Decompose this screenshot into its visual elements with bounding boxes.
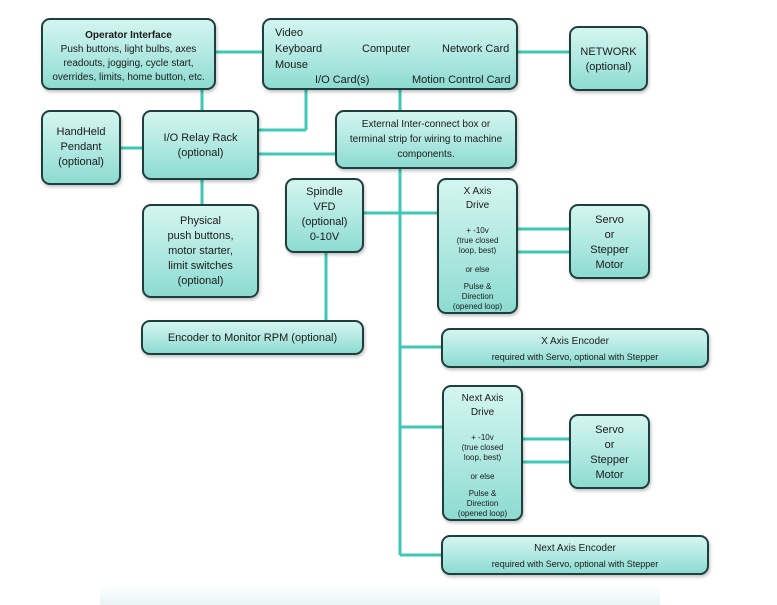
next-motor-line-2: or bbox=[604, 439, 615, 451]
computer-network-card: Network Card bbox=[442, 43, 510, 55]
pendant-line-1: HandHeld bbox=[56, 126, 106, 138]
x-drive-pulse-3: (opened loop) bbox=[452, 302, 503, 311]
x-drive-title-1: X Axis bbox=[463, 186, 492, 197]
x-drive-pulse-1: Pulse & bbox=[463, 282, 492, 291]
next-encoder-subtitle: required with Servo, optional with Stepp… bbox=[491, 559, 659, 569]
spindle-line-1: Spindle bbox=[306, 186, 343, 198]
physical-line-5: (optional) bbox=[177, 275, 224, 287]
next-drive-title-1: Next Axis bbox=[461, 393, 504, 404]
operator-interface-box: Operator Interface Push buttons, light b… bbox=[41, 18, 216, 90]
spindle-line-2: VFD bbox=[313, 201, 336, 213]
computer-video: Video bbox=[275, 27, 303, 39]
relay-rack-line-1: I/O Relay Rack bbox=[163, 132, 238, 144]
x-axis-drive-box: X Axis Drive + -10v (true closed loop, b… bbox=[437, 178, 518, 314]
interconnect-line-3: components. bbox=[397, 149, 455, 160]
computer-mouse: Mouse bbox=[275, 59, 309, 71]
next-axis-motor-box: Servo or Stepper Motor bbox=[569, 414, 650, 489]
physical-line-3: motor starter, bbox=[168, 245, 233, 257]
next-drive-analog-1: + -10v bbox=[471, 433, 494, 442]
x-drive-analog-2: (true closed bbox=[456, 236, 499, 245]
relay-rack-box: I/O Relay Rack (optional) bbox=[142, 110, 259, 180]
network-box: NETWORK (optional) bbox=[569, 26, 648, 91]
x-motor-line-2: or bbox=[604, 229, 615, 241]
next-drive-analog-2: (true closed bbox=[461, 443, 504, 452]
network-line-2: (optional) bbox=[585, 61, 632, 73]
next-drive-title-2: Drive bbox=[470, 407, 495, 418]
next-motor-line-1: Servo bbox=[595, 424, 624, 436]
spindle-line-3: (optional) bbox=[301, 216, 348, 228]
physical-line-2: push buttons, bbox=[167, 230, 234, 242]
x-motor-line-3: Stepper bbox=[590, 244, 629, 256]
interconnect-line-2: terminal strip for wiring to machine bbox=[349, 134, 503, 145]
interconnect-box: External Inter-connect box or terminal s… bbox=[335, 110, 517, 169]
next-drive-pulse-3: (opened loop) bbox=[457, 509, 508, 518]
rpm-encoder-label: Encoder to Monitor RPM (optional) bbox=[167, 332, 338, 344]
relay-rack-line-2: (optional) bbox=[177, 147, 224, 159]
operator-interface-line-1: Push buttons, light bulbs, axes bbox=[60, 44, 197, 55]
spindle-line-4: 0-10V bbox=[309, 231, 340, 243]
computer-box: Video Keyboard Mouse Computer Network Ca… bbox=[262, 18, 518, 90]
computer-motion-card: Motion Control Card bbox=[412, 74, 511, 86]
computer-label: Computer bbox=[362, 43, 411, 55]
spindle-vfd-box: Spindle VFD (optional) 0-10V bbox=[285, 178, 364, 253]
x-axis-encoder-box: X Axis Encoder required with Servo, opti… bbox=[441, 328, 709, 368]
next-motor-line-4: Motor bbox=[595, 469, 624, 481]
next-drive-or-else: or else bbox=[470, 472, 495, 481]
x-encoder-subtitle: required with Servo, optional with Stepp… bbox=[491, 352, 659, 362]
computer-keyboard: Keyboard bbox=[275, 43, 323, 55]
x-drive-title-2: Drive bbox=[465, 200, 490, 211]
x-drive-analog-1: + -10v bbox=[466, 226, 489, 235]
x-motor-line-4: Motor bbox=[595, 259, 624, 271]
next-drive-analog-3: loop, best) bbox=[463, 453, 502, 462]
pendant-box: HandHeld Pendant (optional) bbox=[41, 110, 121, 185]
operator-interface-line-2: readouts, jogging, cycle start, bbox=[63, 58, 194, 69]
next-drive-pulse-2: Direction bbox=[466, 499, 499, 508]
next-drive-pulse-1: Pulse & bbox=[468, 489, 497, 498]
operator-interface-line-3: overrides, limits, home button, etc. bbox=[52, 72, 205, 83]
physical-line-1: Physical bbox=[180, 215, 221, 227]
computer-io-cards: I/O Card(s) bbox=[315, 74, 370, 86]
x-drive-or-else: or else bbox=[465, 265, 490, 274]
interconnect-line-1: External Inter-connect box or bbox=[361, 119, 491, 130]
physical-box: Physical push buttons, motor starter, li… bbox=[142, 204, 259, 298]
pendant-line-3: (optional) bbox=[58, 156, 104, 168]
x-motor-line-1: Servo bbox=[595, 214, 624, 226]
rpm-encoder-box: Encoder to Monitor RPM (optional) bbox=[141, 320, 364, 355]
next-axis-encoder-box: Next Axis Encoder required with Servo, o… bbox=[441, 535, 709, 575]
operator-interface-title: Operator Interface bbox=[85, 30, 172, 41]
network-line-1: NETWORK bbox=[580, 46, 637, 58]
next-motor-line-3: Stepper bbox=[590, 454, 629, 466]
physical-line-4: limit switches bbox=[168, 260, 233, 272]
next-axis-drive-box: Next Axis Drive + -10v (true closed loop… bbox=[442, 385, 523, 521]
x-encoder-title: X Axis Encoder bbox=[541, 336, 609, 347]
pendant-line-2: Pendant bbox=[60, 141, 102, 153]
bottom-fade bbox=[100, 585, 660, 605]
next-encoder-title: Next Axis Encoder bbox=[534, 543, 616, 554]
x-drive-pulse-2: Direction bbox=[461, 292, 494, 301]
x-axis-motor-box: Servo or Stepper Motor bbox=[569, 204, 650, 279]
x-drive-analog-3: loop, best) bbox=[458, 246, 497, 255]
